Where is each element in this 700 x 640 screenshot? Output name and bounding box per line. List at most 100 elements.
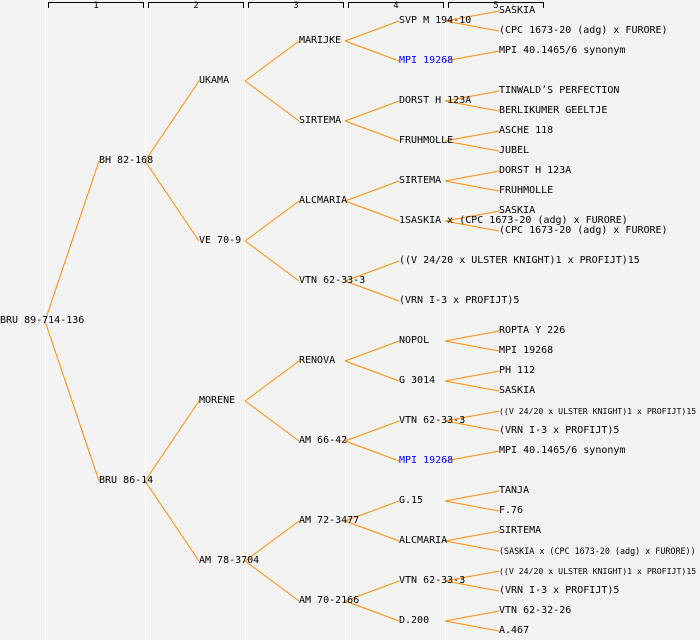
pedigree-node: (SASKIA x (CPC 1673-20 (adg) x FURORE)) <box>499 546 696 556</box>
pedigree-link <box>444 90 500 102</box>
pedigree-link <box>444 620 500 632</box>
pedigree-link <box>344 600 400 622</box>
pedigree-node: ((V 24/20 x ULSTER KNIGHT)1 x PROFIJT)15 <box>499 566 697 576</box>
pedigree-link <box>444 170 500 182</box>
pedigree-node: SVP M 194-10 <box>399 15 472 26</box>
pedigree-link <box>344 580 400 602</box>
pedigree-link <box>144 480 200 562</box>
pedigree-link <box>344 500 400 522</box>
pedigree-link <box>344 360 400 382</box>
generation-number: 5 <box>493 1 499 11</box>
pedigree-link <box>444 580 500 592</box>
pedigree-link <box>244 80 300 122</box>
pedigree-link <box>344 120 400 142</box>
pedigree-link <box>144 80 200 162</box>
pedigree-link <box>344 100 400 122</box>
pedigree-node: A.467 <box>499 625 530 636</box>
pedigree-link <box>244 360 300 402</box>
column-separator <box>445 0 446 640</box>
pedigree-node: (VRN I-3 x PROFIJT)5 <box>499 585 620 596</box>
pedigree-link <box>444 50 500 62</box>
pedigree-node: TINWALD’S PERFECTION <box>499 85 620 96</box>
pedigree-link <box>44 160 100 322</box>
pedigree-node: RENOVA <box>299 355 336 366</box>
pedigree-link <box>344 440 400 462</box>
generation-number: 3 <box>293 1 299 11</box>
pedigree-link <box>444 140 500 152</box>
pedigree-node: ROPTA Y 226 <box>499 325 566 336</box>
pedigree-node: G.15 <box>399 495 424 506</box>
column-separator <box>245 0 246 640</box>
pedigree-node: BERLIKUMER GEELTJE <box>499 105 608 116</box>
pedigree-node: 1SASKIA x (CPC 1673-20 (adg) x FURORE) <box>399 215 628 226</box>
pedigree-link <box>144 160 200 242</box>
pedigree-node: ASCHE 118 <box>499 125 554 136</box>
pedigree-link <box>444 10 500 22</box>
pedigree-node: BRU 89-714-136 <box>0 315 85 326</box>
pedigree-node: ALCMARIA <box>399 535 448 546</box>
pedigree-node: FRUHMOLLE <box>399 135 454 146</box>
pedigree-node: TANJA <box>499 485 530 496</box>
pedigree-link <box>444 380 500 392</box>
pedigree-link <box>344 260 400 282</box>
generation-number: 2 <box>193 1 199 11</box>
pedigree-node: VTN 62-33-3 <box>399 575 466 586</box>
pedigree-link <box>444 490 500 502</box>
pedigree-node: BRU 86-14 <box>99 475 154 486</box>
pedigree-node: ((V 24/20 x ULSTER KNIGHT)1 x PROFIJT)15 <box>499 406 697 416</box>
pedigree-node: MARIJKE <box>299 35 342 46</box>
pedigree-node: VTN 62-33-3 <box>299 275 366 286</box>
pedigree-node: BH 82-168 <box>99 155 154 166</box>
pedigree-link <box>44 320 100 482</box>
pedigree-link <box>444 500 500 512</box>
pedigree-node: G 3014 <box>399 375 436 386</box>
pedigree-node: PH 112 <box>499 365 536 376</box>
pedigree-node: SIRTEMA <box>299 115 342 126</box>
pedigree-node-link[interactable]: MPI 19268 <box>399 455 454 466</box>
pedigree-node: SASKIA <box>499 205 536 216</box>
pedigree-node: UKAMA <box>199 75 230 86</box>
pedigree-node: ALCMARIA <box>299 195 348 206</box>
generation-header-1: 1 <box>48 1 144 11</box>
pedigree-link <box>444 20 500 32</box>
pedigree-node-link[interactable]: MPI 19268 <box>399 55 454 66</box>
pedigree-link <box>344 520 400 542</box>
pedigree-link <box>444 420 500 432</box>
pedigree-node: MPI 40.1465/6 synonym <box>499 445 626 456</box>
pedigree-link <box>444 330 500 342</box>
pedigree-node: (CPC 1673-20 (adg) x FURORE) <box>499 25 668 36</box>
column-separator <box>145 0 146 640</box>
pedigree-node: JUBEL <box>499 145 530 156</box>
pedigree-node: DORST H 123A <box>399 95 472 106</box>
pedigree-link <box>444 220 500 232</box>
pedigree-link <box>444 180 500 192</box>
pedigree-link <box>244 200 300 242</box>
pedigree-node: SIRTEMA <box>399 175 442 186</box>
pedigree-link <box>344 20 400 42</box>
pedigree-node: F.76 <box>499 505 524 516</box>
pedigree-node: ((V 24/20 x ULSTER KNIGHT)1 x PROFIJT)15 <box>399 255 640 266</box>
pedigree-link <box>444 530 500 542</box>
pedigree-link <box>344 280 400 302</box>
pedigree-node: FRUHMOLLE <box>499 185 554 196</box>
pedigree-link <box>144 400 200 482</box>
pedigree-node: AM 78-3704 <box>199 555 260 566</box>
pedigree-link <box>444 210 500 222</box>
pedigree-node: VTN 62-32-26 <box>499 605 572 616</box>
column-separator <box>345 0 346 640</box>
pedigree-node: VTN 62-33-3 <box>399 415 466 426</box>
generation-header-3: 3 <box>248 1 344 11</box>
pedigree-link <box>244 400 300 442</box>
pedigree-link <box>244 520 300 562</box>
pedigree-node: SASKIA <box>499 385 536 396</box>
pedigree-link <box>244 560 300 602</box>
generation-number: 1 <box>93 1 99 11</box>
pedigree-node: AM 72-3477 <box>299 515 360 526</box>
pedigree-link <box>444 100 500 112</box>
pedigree-link <box>344 180 400 202</box>
pedigree-node: MPI 40.1465/6 synonym <box>499 45 626 56</box>
pedigree-link <box>344 40 400 62</box>
pedigree-node: (VRN I-3 x PROFIJT)5 <box>399 295 520 306</box>
pedigree-link <box>344 200 400 222</box>
